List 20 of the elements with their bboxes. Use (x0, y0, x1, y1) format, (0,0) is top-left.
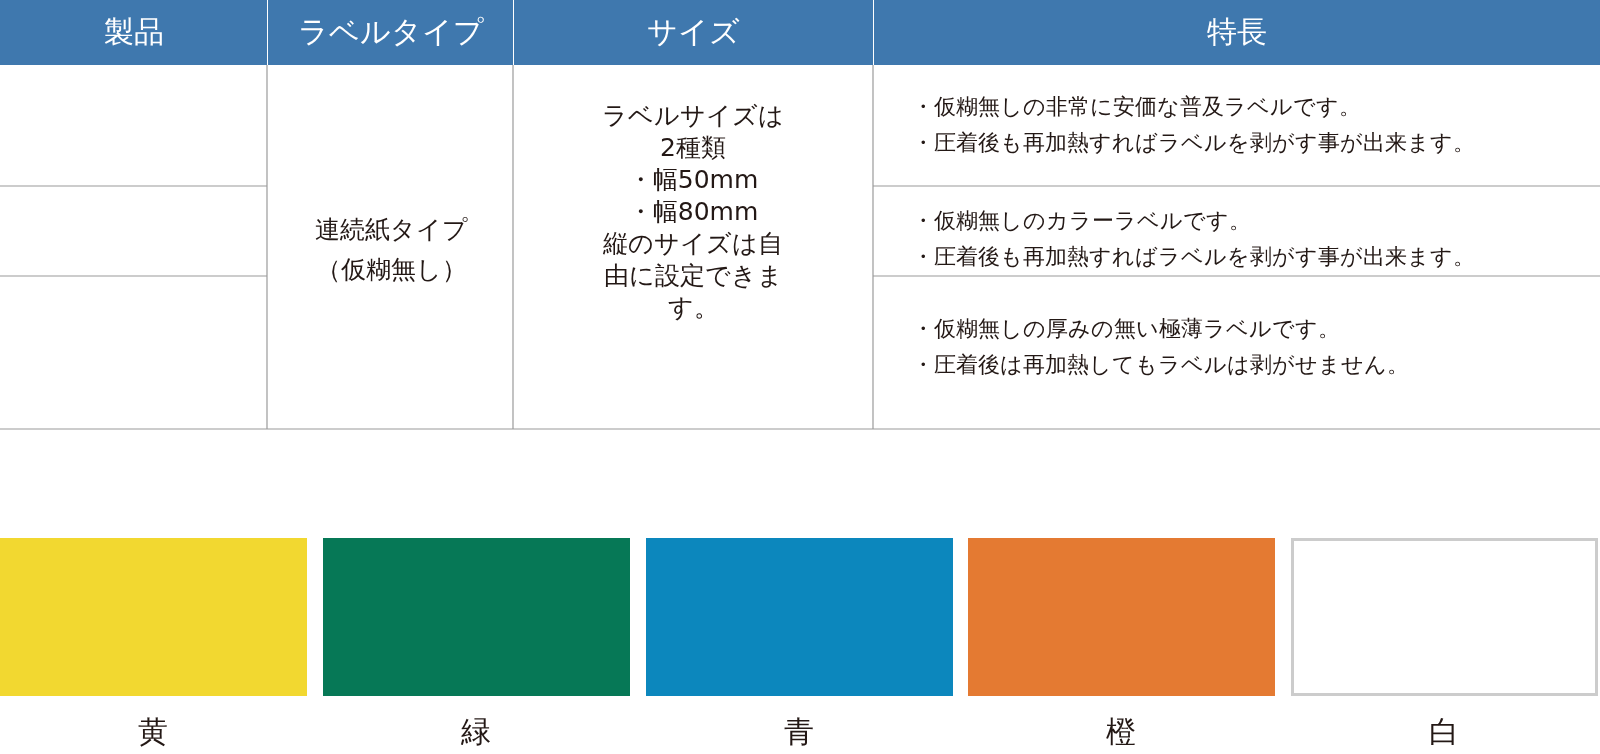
color-label: 黄 (137, 713, 169, 751)
cell-text: ラベルサイズは2種類 (601, 100, 785, 164)
feature-text: ・圧着後も再加熱すればラベルを剥がす事が出来ます。 (912, 129, 1475, 157)
color-label: 白 (1428, 713, 1460, 751)
column-header: サイズ (514, 0, 873, 65)
color-label: 橙 (1105, 713, 1137, 751)
column-header: 特長 (874, 0, 1600, 65)
cell-text: ・幅80mm (626, 196, 760, 228)
feature-text: ・仮糊無しの厚みの無い極薄ラベルです。 (912, 315, 1340, 343)
column-header: ラベルタイプ (268, 0, 513, 65)
feature-text: ・圧着後は再加熱してもラベルは剥がせません。 (912, 351, 1409, 379)
cell-text: ・幅50mm (626, 164, 760, 196)
feature-text: ・圧着後も再加熱すればラベルを剥がす事が出来ます。 (912, 243, 1475, 271)
color-label: 緑 (460, 713, 492, 751)
cell-text: 縦のサイズは自由に設定できます。 (602, 228, 784, 324)
color-label: 青 (783, 713, 815, 751)
column-header: 製品 (0, 0, 267, 65)
feature-text: ・仮糊無しのカラーラベルです。 (912, 207, 1251, 235)
cell-text: 連続紙タイプ（仮糊無し） (313, 214, 469, 286)
feature-text: ・仮糊無しの非常に安価な普及ラベルです。 (912, 93, 1361, 121)
